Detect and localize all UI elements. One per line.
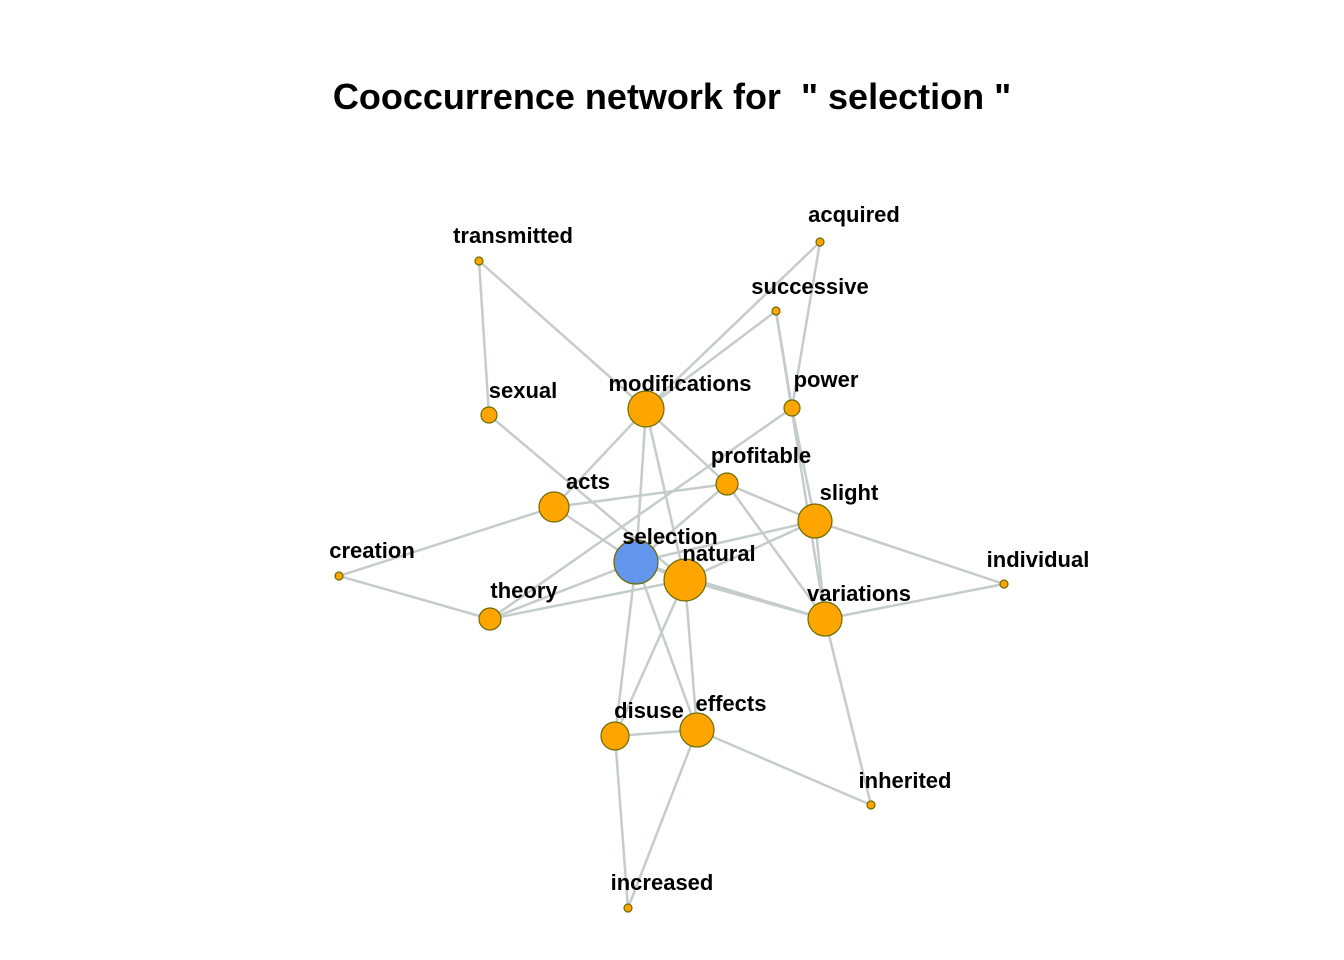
chart-title: Cooccurrence network for " selection " [332, 76, 1012, 117]
node-label-acts: acts [566, 469, 610, 494]
node-label-acquired: acquired [808, 202, 900, 227]
node-sexual [480, 406, 498, 424]
node-label-profitable: profitable [711, 443, 811, 468]
node-successive [771, 306, 781, 316]
edge-disuse-increased [613, 735, 630, 909]
node-theory [478, 607, 502, 631]
nodes-layer [334, 237, 1009, 913]
node-label-modifications: modifications [608, 371, 751, 396]
node-inherited [866, 800, 876, 810]
edge-power-theory [489, 406, 793, 621]
node-increased [623, 903, 633, 913]
edge-selection-theory [489, 560, 637, 621]
edge-slight-selection [635, 519, 816, 564]
node-label-increased: increased [611, 870, 714, 895]
edge-profitable-variations [725, 483, 827, 620]
node-power [783, 399, 801, 417]
node-label-variations: variations [807, 581, 911, 606]
node-label-slight: slight [820, 480, 879, 505]
node-label-creation: creation [329, 538, 415, 563]
node-label-sexual: sexual [489, 378, 558, 403]
node-label-successive: successive [751, 274, 868, 299]
node-modifications [627, 390, 665, 428]
edge-slight-individual [814, 519, 1005, 586]
node-transmitted [474, 256, 484, 266]
edge-acts-creation [338, 505, 555, 578]
node-natural [663, 558, 707, 602]
node-effects [679, 712, 715, 748]
edge-effects-increased [626, 729, 699, 909]
edge-variations-individual [824, 582, 1005, 621]
node-individual [999, 579, 1009, 589]
node-slight [797, 503, 833, 539]
node-label-theory: theory [490, 578, 558, 603]
node-label-transmitted: transmitted [453, 223, 573, 248]
node-label-disuse: disuse [614, 698, 684, 723]
edge-natural-theory [489, 578, 686, 621]
edge-modifications-successive [645, 310, 777, 410]
edge-selection-effects [634, 561, 699, 731]
edge-variations-inherited [823, 618, 873, 806]
edge-natural-variations [684, 578, 826, 621]
node-label-effects: effects [696, 691, 767, 716]
edge-modifications-acquired [645, 241, 821, 410]
node-profitable [715, 472, 739, 496]
edge-successive-variations [774, 310, 827, 620]
edge-transmitted-modifications [478, 260, 647, 410]
node-label-inherited: inherited [859, 768, 952, 793]
edge-effects-inherited [696, 728, 872, 807]
node-label-natural: natural [682, 541, 755, 566]
node-selection [613, 539, 659, 585]
edge-transmitted-sexual [477, 260, 491, 416]
node-acquired [815, 237, 825, 247]
edge-theory-creation [338, 574, 491, 621]
edge-modifications-acts [553, 408, 647, 508]
edge-power-slight [790, 407, 817, 522]
node-disuse [600, 721, 630, 751]
node-label-individual: individual [987, 547, 1090, 572]
node-variations [807, 601, 843, 637]
node-label-power: power [794, 367, 859, 392]
edges-layer [338, 241, 1005, 909]
edge-natural-effects [683, 579, 699, 731]
node-creation [334, 571, 344, 581]
edge-natural-disuse [613, 579, 687, 737]
edge-slight-natural [684, 519, 816, 582]
edge-acts-profitable [553, 482, 728, 509]
edge-modifications-selection [634, 408, 648, 563]
edge-acquired-power [790, 241, 822, 409]
node-acts [538, 491, 570, 523]
node-label-selection: selection [622, 524, 717, 549]
